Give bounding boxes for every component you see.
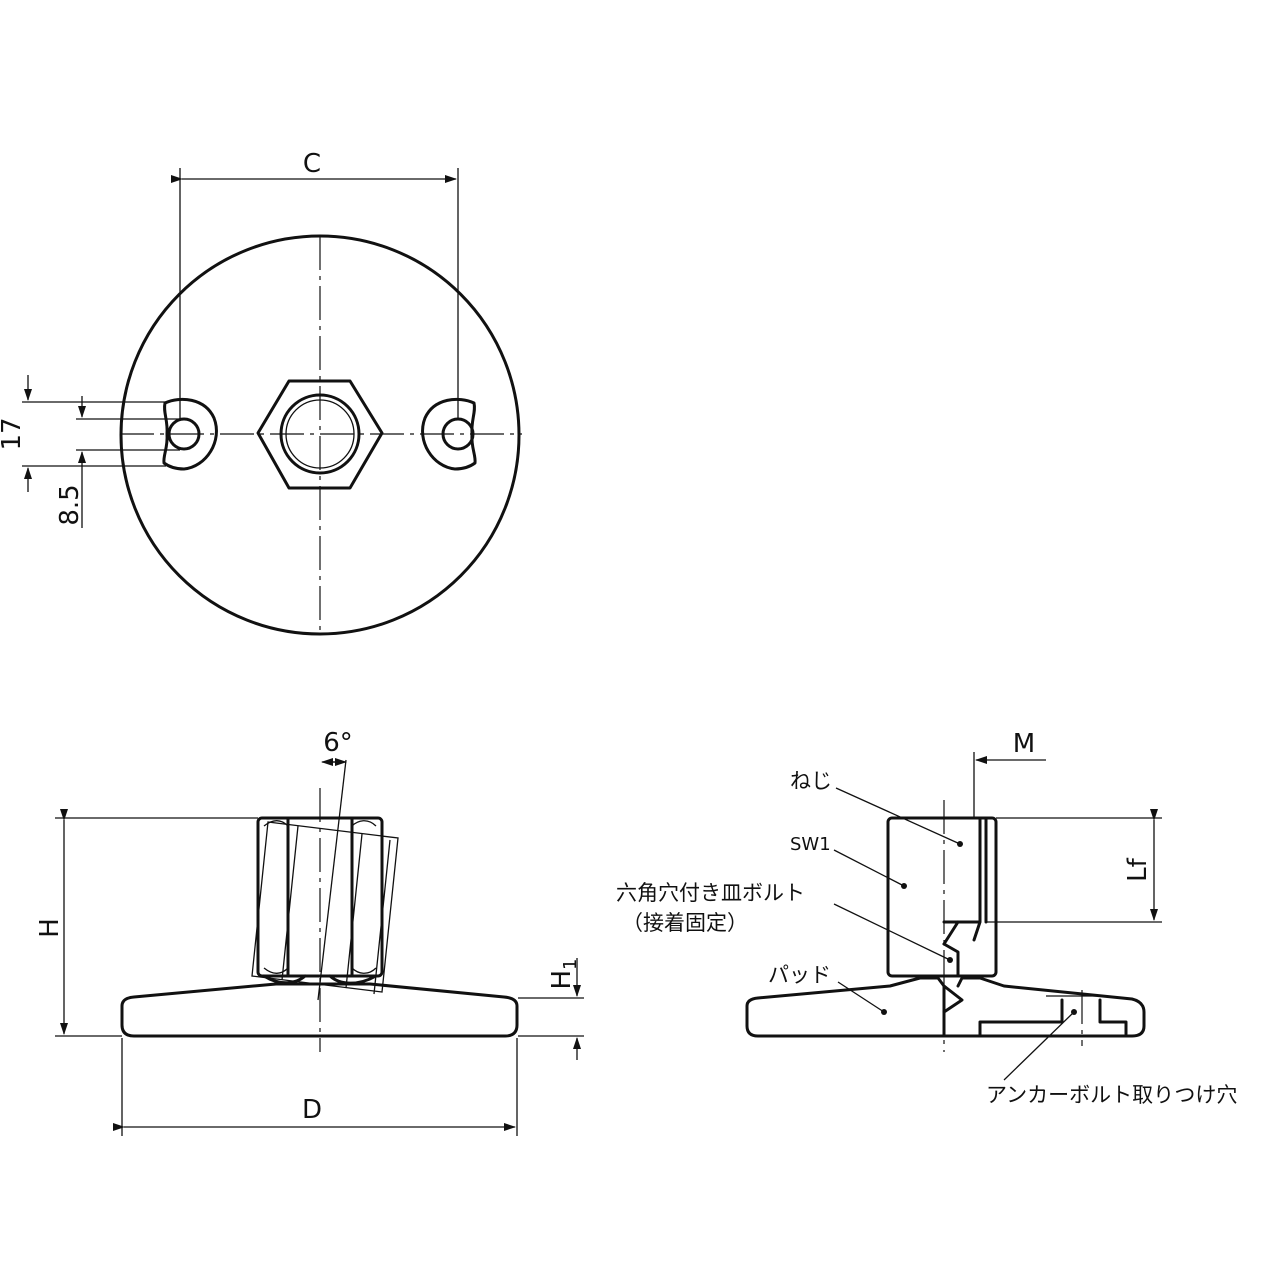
section-view: M Lf ねじ SW1 六角穴付き皿ボルト （接着固定） パッド アンカーボルト… [616,729,1237,1107]
section-nut-thread [942,816,988,946]
tilt-axis-line [317,759,347,1001]
callout-bolt-line2: （接着固定） [622,911,748,935]
leader-sw1 [833,849,905,887]
leader-pad-dot [881,1009,887,1015]
callout-anchor-hole: アンカーボルト取りつけ穴 [986,1083,1237,1107]
leader-screw-dot [957,841,963,847]
dim-lf-label: Lf [1123,857,1153,881]
callout-screw: ねじ [790,769,832,793]
dim-angle-label: 6° [323,728,353,758]
leader-bolt [833,903,951,961]
section-base-outline [745,976,946,1038]
top-view: C 17 8.5 [0,149,522,636]
leader-anchor-hole-dot [1071,1009,1077,1015]
dim-h-label: H [35,918,65,938]
leader-sw1-dot [901,883,907,889]
dim-h1-subscript: 1 [560,958,581,969]
section-anchor-hole [978,998,1128,1038]
dim-c-label: C [303,149,321,179]
front-view: 6° H H1 D [35,728,584,1136]
leader-anchor-hole [1003,1011,1075,1081]
leader-pad [837,981,885,1013]
leader-bolt-dot [947,957,953,963]
dim-h1-label: H1 [547,958,581,989]
hex-nut-chamfer-bottom [263,967,377,974]
tilted-nut-edges [281,825,391,995]
callout-bolt-line1: 六角穴付き皿ボルト [616,881,805,905]
dim-h1-letter: H [547,970,577,990]
section-bolt [942,942,964,1014]
tilted-nut-outline [251,821,399,993]
section-base-right [942,976,1146,1038]
dim-17-label: 17 [0,417,27,450]
dim-m-label: M [1013,729,1035,759]
base-pad-outline [120,982,519,1038]
leader-screw [835,787,961,845]
hex-nut-outline [256,379,384,490]
dim-d-label: D [302,1095,322,1125]
left-anchor-boss [162,397,218,471]
callout-pad: パッド [768,963,831,987]
section-nut-body [886,816,998,978]
dim-8-5-label: 8.5 [55,484,85,525]
callout-sw1: SW1 [790,834,831,855]
